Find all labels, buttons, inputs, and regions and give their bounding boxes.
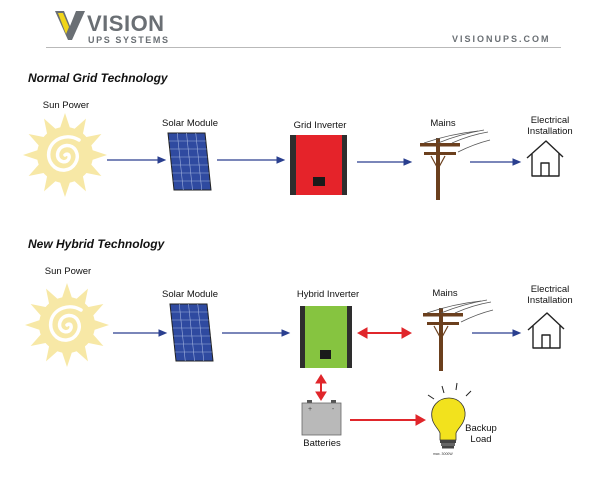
sun-power-label: Sun Power: [42, 100, 90, 111]
light-bulb-icon: [427, 382, 472, 449]
bulb-rating-note: max. 3000W: [433, 452, 453, 456]
logo-v-icon: [55, 11, 85, 40]
arrow-icon: [472, 329, 522, 337]
section-title: Normal Grid Technology: [28, 71, 168, 85]
grid-inverter-label: Grid Inverter: [293, 120, 347, 131]
mains-label: Mains: [430, 118, 456, 129]
utility-pole-icon: [420, 129, 491, 200]
batteries-label: Batteries: [303, 438, 341, 449]
hybrid-inverter-label: Hybrid Inverter: [296, 289, 360, 300]
solar-panel-icon: [167, 132, 212, 191]
arrow-icon: [356, 327, 413, 339]
sun-icon: [23, 113, 107, 197]
solar-module-label: Solar Module: [162, 118, 218, 129]
sun-icon: [25, 283, 109, 367]
arrow-icon: [350, 414, 427, 426]
house-icon: [527, 312, 565, 349]
inverter-icon: [290, 135, 347, 195]
inverter-icon: [300, 306, 352, 368]
sun-power-label: Sun Power: [44, 266, 92, 277]
arrow-icon: [113, 329, 168, 337]
mains-label: Mains: [432, 288, 458, 299]
arrow-icon: [315, 374, 327, 401]
arrow-icon: [357, 158, 413, 166]
section-title: New Hybrid Technology: [28, 237, 165, 251]
arrow-icon: [222, 329, 291, 337]
battery-plus-label: +: [307, 406, 313, 413]
battery-icon: [301, 400, 342, 436]
house-icon: [526, 140, 564, 177]
solar-module-label: Solar Module: [162, 289, 218, 300]
header-divider: [46, 47, 561, 48]
arrow-icon: [107, 156, 167, 164]
utility-pole-icon: [423, 299, 494, 371]
brand-subtitle: UPS SYSTEMS: [88, 35, 170, 45]
arrow-icon: [217, 156, 286, 164]
brand-name: VISION: [87, 11, 165, 36]
solar-panel-icon: [169, 303, 214, 362]
website-url[interactable]: VISIONUPS.COM: [452, 34, 551, 44]
arrow-icon: [470, 158, 522, 166]
battery-minus-label: -: [331, 406, 335, 413]
